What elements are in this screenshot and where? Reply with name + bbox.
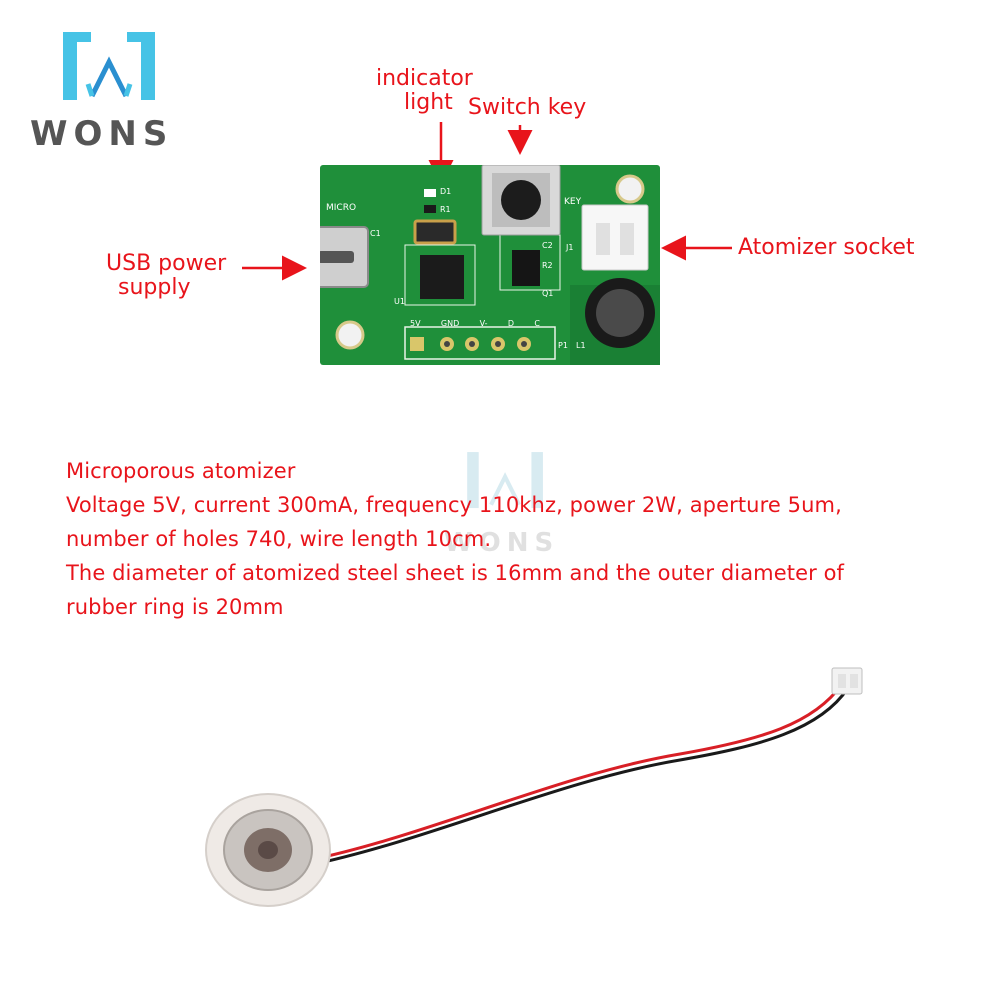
label-indicator-line2: light [404,90,453,115]
watermark-w-icon [467,452,543,509]
silk-d1: D1 [440,187,452,196]
watermark-text: WONS [444,528,560,558]
silk-pin-d: D [507,319,515,328]
spec-line-2: Voltage 5V, current 300mA, frequency 110… [66,493,842,517]
silk-pin-c: C [534,319,540,328]
brand-logo: WONS [30,22,200,154]
silk-c1: C1 [370,229,381,238]
label-indicator-line1: indicator [376,66,473,91]
spec-line-4: The diameter of atomized steel sheet is … [66,561,845,585]
silk-r1: R1 [440,205,451,214]
silk-pin-labels: 5V GND V- D C [410,319,540,328]
silk-pin-v: V- [479,319,488,328]
spec-line-1: Microporous atomizer [66,459,296,483]
spec-text-block: Microporous atomizer Voltage 5V, current… [66,454,844,624]
spec-line-5: rubber ring is 20mm [66,595,284,619]
label-atomizer-socket: Atomizer socket [738,235,915,260]
wire-red [309,683,844,862]
pcb-board-illustration [307,164,660,365]
silk-l1: L1 [576,341,586,350]
silk-r2: R2 [542,261,553,270]
atomizer-disc-photo [205,667,863,907]
silk-j1: J1 [566,243,574,252]
pcb-board: MICRO KEY D1 R1 C1 C2 R2 J1 Q1 U1 L1 P1 … [307,164,660,365]
label-indicator-light: indicator light [376,67,473,115]
silk-u1: U1 [394,297,405,306]
label-usb-power-supply: USB power supply [106,252,226,300]
silk-pin-5v: 5V [410,319,421,328]
silk-p1: P1 [558,341,568,350]
label-usb-line2: supply [118,275,191,300]
silk-c2: C2 [542,241,553,250]
silk-key: KEY [564,197,582,207]
label-switch-key: Switch key [468,95,587,120]
silk-micro: MICRO [326,203,357,213]
spec-line-3: number of holes 740, wire length 10cm. [66,527,492,551]
silk-pin-gnd: GND [440,319,460,328]
silk-q1: Q1 [542,289,554,298]
watermark: WONS [440,440,590,570]
wire-black [309,687,850,867]
logo-w-icon [63,32,155,100]
label-usb-line1: USB power [106,251,227,276]
logo-text: WONS [30,114,174,154]
